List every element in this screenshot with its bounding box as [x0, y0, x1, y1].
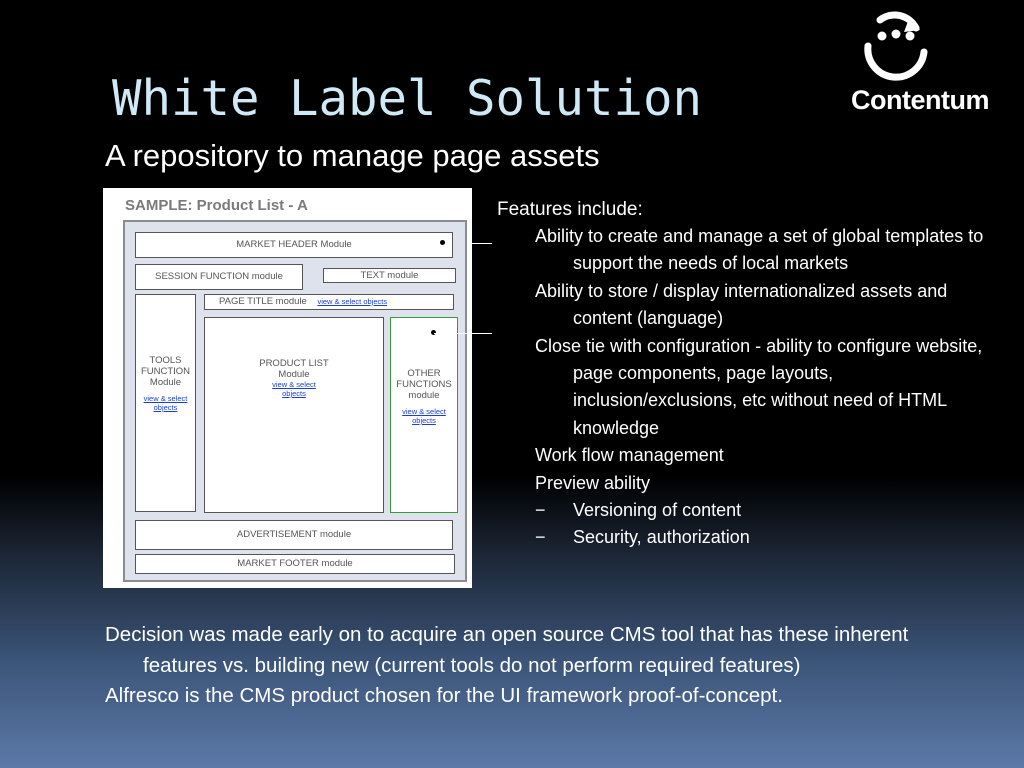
logo-wordmark: Contentum	[851, 85, 989, 115]
tools-function-module: TOOLS FUNCTION Module view & select obje…	[135, 294, 196, 512]
advertisement-label: ADVERTISEMENT module	[236, 529, 352, 540]
page-title-module: PAGE TITLE module view & select objects	[204, 294, 454, 310]
feature-sub-item-text: Versioning of content	[573, 500, 742, 521]
product-list-label-2: Module	[278, 369, 310, 380]
sample-layout-diagram: SAMPLE: Product List - A MARKET HEADER M…	[103, 188, 472, 588]
features-heading: Features include:	[497, 199, 643, 220]
session-function-label: SESSION FUNCTION module	[155, 271, 283, 282]
tools-label-2: FUNCTION	[140, 366, 191, 377]
page-title-view-select-link[interactable]: view & select objects	[317, 297, 388, 306]
feature-sub-item: − Security, authorization	[497, 524, 997, 551]
feature-item: Ability to store / display international…	[535, 280, 948, 329]
bottom-paragraph: Decision was made early on to acquire an…	[105, 623, 909, 677]
feature-item: Work flow management	[535, 445, 724, 466]
diagram-page-frame: MARKET HEADER Module SESSION FUNCTION mo…	[123, 220, 467, 582]
features-list: Features include: Ability to create and …	[497, 199, 997, 552]
feature-item: Close tie with configuration - ability t…	[535, 335, 983, 438]
dash-bullet: −	[535, 527, 546, 548]
tools-label-1: TOOLS	[149, 355, 182, 366]
slide-title: White Label Solution	[112, 70, 703, 127]
other-label-2: FUNCTIONS	[396, 379, 452, 390]
page-title-label: PAGE TITLE module	[219, 296, 307, 307]
other-view-select-link-objects[interactable]: objects	[412, 416, 436, 425]
text-module-label: TEXT module	[360, 270, 419, 281]
other-view-select-link[interactable]: view & select	[402, 407, 446, 416]
feature-item: Ability to create and manage a set of gl…	[535, 226, 984, 274]
market-header-label: MARKET HEADER Module	[236, 239, 352, 250]
feature-sub-item: − Versioning of content	[497, 497, 997, 524]
feature-item: Preview ability	[535, 472, 651, 493]
market-footer-label: MARKET FOOTER module	[237, 558, 353, 569]
tools-label-3: Module	[149, 377, 182, 388]
connector-line-other	[434, 333, 492, 334]
market-header-module: MARKET HEADER Module	[135, 232, 453, 258]
market-footer-module: MARKET FOOTER module	[135, 554, 455, 574]
connector-dot-header	[440, 240, 445, 245]
product-list-label-1: PRODUCT LIST	[259, 358, 329, 369]
product-view-select-link[interactable]: view & select	[272, 380, 316, 389]
other-functions-module: OTHER FUNCTIONS module view & select obj…	[390, 317, 458, 513]
connector-line-header	[472, 243, 492, 244]
contentum-logo: Contentum	[848, 6, 1018, 116]
smiley-icon	[864, 11, 928, 81]
dash-bullet: −	[535, 500, 546, 521]
product-view-select-link-objects[interactable]: objects	[282, 389, 306, 398]
other-label-1: OTHER	[407, 368, 441, 379]
text-module: TEXT module	[323, 268, 456, 283]
diagram-title: SAMPLE: Product List - A	[125, 197, 308, 214]
session-function-module: SESSION FUNCTION module	[135, 264, 303, 290]
feature-sub-item-text: Security, authorization	[573, 527, 750, 548]
advertisement-module: ADVERTISEMENT module	[135, 520, 453, 550]
slide-subtitle: A repository to manage page assets	[105, 138, 600, 173]
other-label-3: module	[408, 390, 440, 401]
tools-view-select-link-objects[interactable]: objects	[153, 403, 178, 412]
tools-view-select-link[interactable]: view & select	[143, 394, 188, 403]
bottom-notes: Decision was made early on to acquire an…	[105, 620, 985, 712]
product-list-module: PRODUCT LIST Module view & select object…	[204, 317, 384, 513]
connector-dot-other	[431, 330, 436, 335]
bottom-paragraph: Alfresco is the CMS product chosen for t…	[105, 684, 783, 707]
